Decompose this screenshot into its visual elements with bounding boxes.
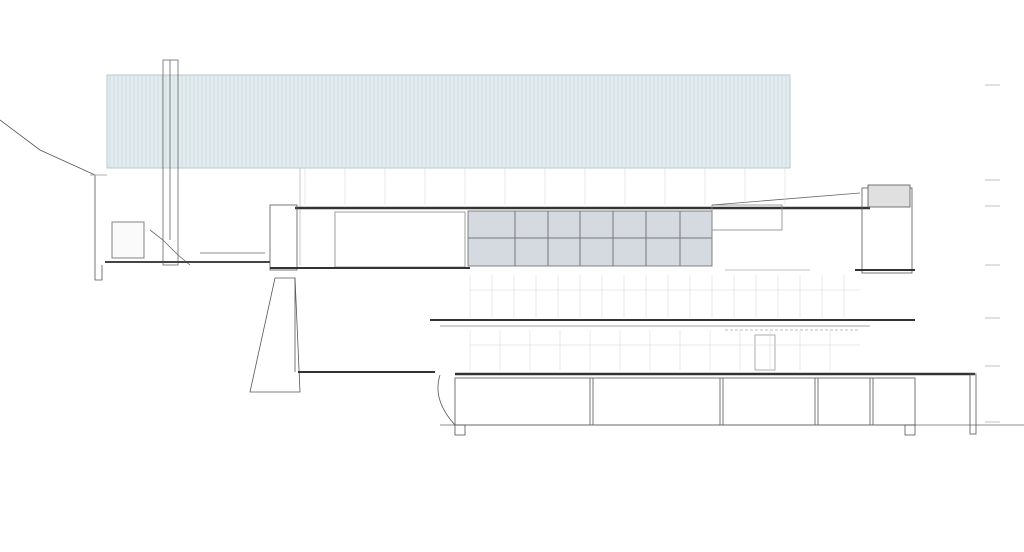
middle-level bbox=[430, 319, 915, 371]
lower-level bbox=[298, 371, 1024, 436]
upper-level bbox=[269, 168, 915, 274]
background-elevation-lines bbox=[304, 168, 860, 370]
roof-cladding bbox=[106, 74, 791, 169]
level-markers bbox=[985, 84, 1000, 423]
terrain-left bbox=[0, 119, 107, 281]
chimney bbox=[105, 59, 270, 266]
foundation-wedge bbox=[249, 277, 301, 393]
